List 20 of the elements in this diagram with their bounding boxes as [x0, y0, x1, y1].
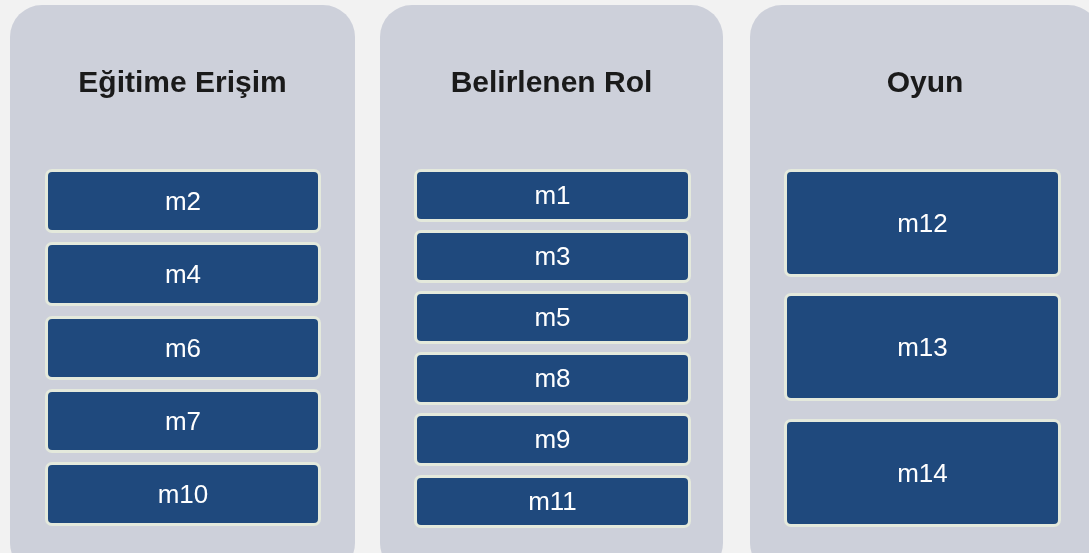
- item-label: m7: [45, 389, 321, 453]
- item-label: m13: [784, 293, 1061, 401]
- item-label: m2: [45, 169, 321, 233]
- item-label: m8: [414, 352, 691, 405]
- item-label: m14: [784, 419, 1061, 527]
- column-title: Belirlenen Rol: [449, 65, 654, 99]
- column-title: Eğitime Erişim: [77, 65, 288, 99]
- item-label: m9: [414, 413, 691, 466]
- column-panel: [750, 5, 1089, 553]
- item-label: m5: [414, 291, 691, 344]
- item-label: m12: [784, 169, 1061, 277]
- item-label: m3: [414, 230, 691, 283]
- item-label: m1: [414, 169, 691, 222]
- item-label: m10: [45, 462, 321, 526]
- column-title: Oyun: [885, 65, 965, 99]
- item-label: m4: [45, 242, 321, 306]
- item-label: m11: [414, 475, 691, 528]
- item-label: m6: [45, 316, 321, 380]
- column-panel: [10, 5, 355, 553]
- column-panel: [380, 5, 723, 553]
